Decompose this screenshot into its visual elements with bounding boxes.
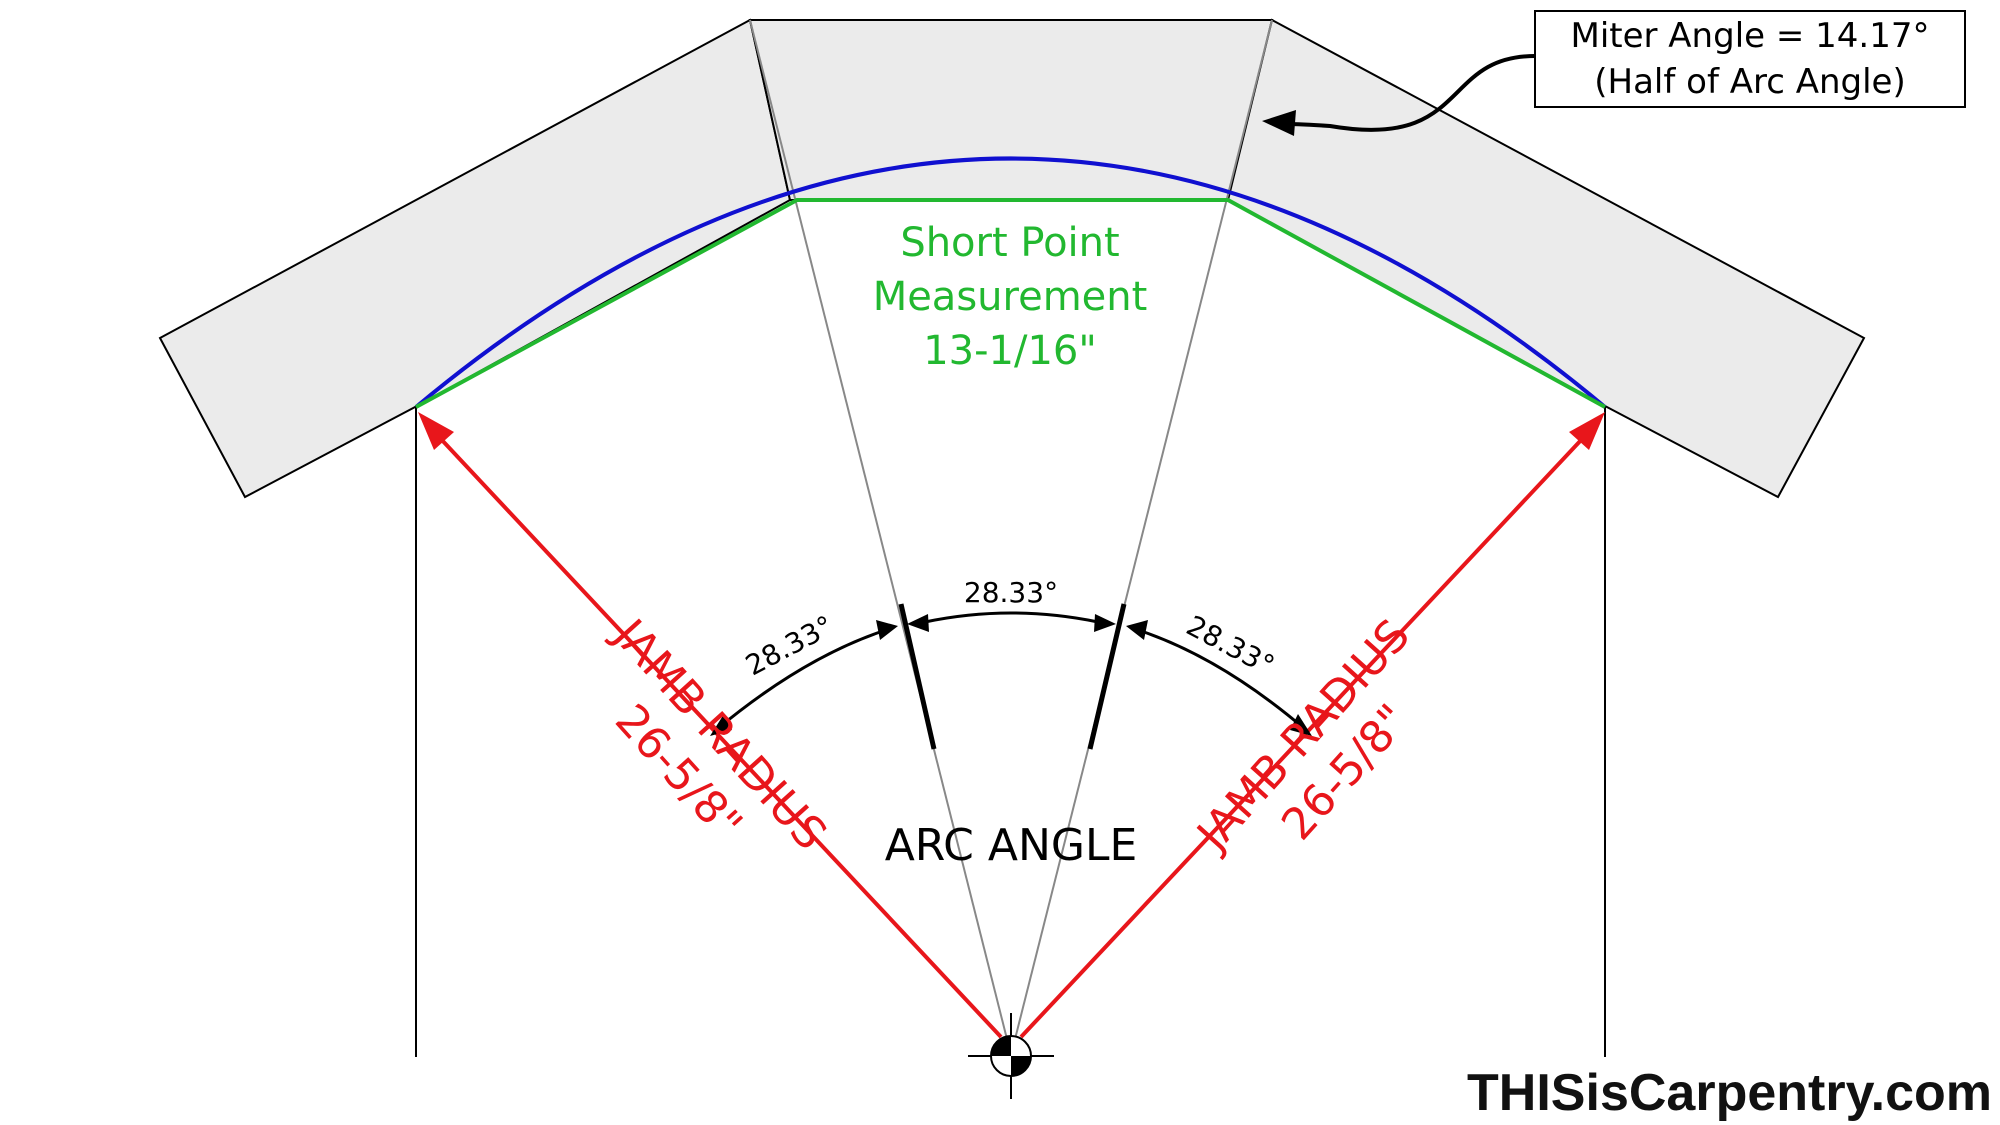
center-angle-arrow-start	[907, 614, 929, 632]
left-angle-arrow-end	[876, 620, 898, 640]
right-angle-arrow-end	[1290, 714, 1312, 736]
center-board	[748, 19, 1274, 201]
left-angle-tick	[898, 603, 937, 750]
miter-callout-line2: (Half of Arc Angle)	[1594, 62, 1905, 102]
right-radius-line	[1019, 436, 1585, 1039]
center-angle-label: 28.33°	[964, 576, 1058, 609]
short-point-line3: 13-1/16"	[923, 328, 1097, 374]
right-radius-arrowhead	[1569, 412, 1605, 450]
right-angle-arc	[1143, 630, 1307, 732]
callout-leader	[1284, 54, 1536, 132]
right-angle-label: 28.33°	[1181, 609, 1280, 682]
short-point-chords	[415, 198, 1606, 409]
arc-angle-label: ARC ANGLE	[885, 820, 1138, 871]
jamb-arc	[414, 156, 1607, 409]
miter-callout-line1: Miter Angle = 14.17°	[1570, 16, 1929, 56]
left-board	[158, 18, 792, 499]
left-angle-arrow-start	[710, 714, 732, 736]
miter-callout-box	[1534, 10, 1966, 108]
site-logo: THISisCarpentry.com	[1467, 1064, 1992, 1122]
center-angle-arc	[924, 611, 1099, 624]
center-angle-arrow-end	[1094, 614, 1116, 632]
right-angle-tick	[1087, 603, 1127, 750]
short-point-line1: Short Point	[900, 220, 1119, 266]
center-point-icon	[968, 1013, 1054, 1099]
right-angle-arrow-start	[1126, 620, 1148, 640]
left-radius-arrowhead	[418, 412, 454, 450]
left-angle-label: 28.33°	[740, 609, 839, 682]
left-radius-line	[438, 436, 1003, 1039]
left-angle-arc	[715, 630, 881, 732]
short-point-line2: Measurement	[873, 274, 1148, 320]
callout-leader-arrowhead	[1262, 110, 1296, 136]
right-board	[1226, 18, 1866, 499]
